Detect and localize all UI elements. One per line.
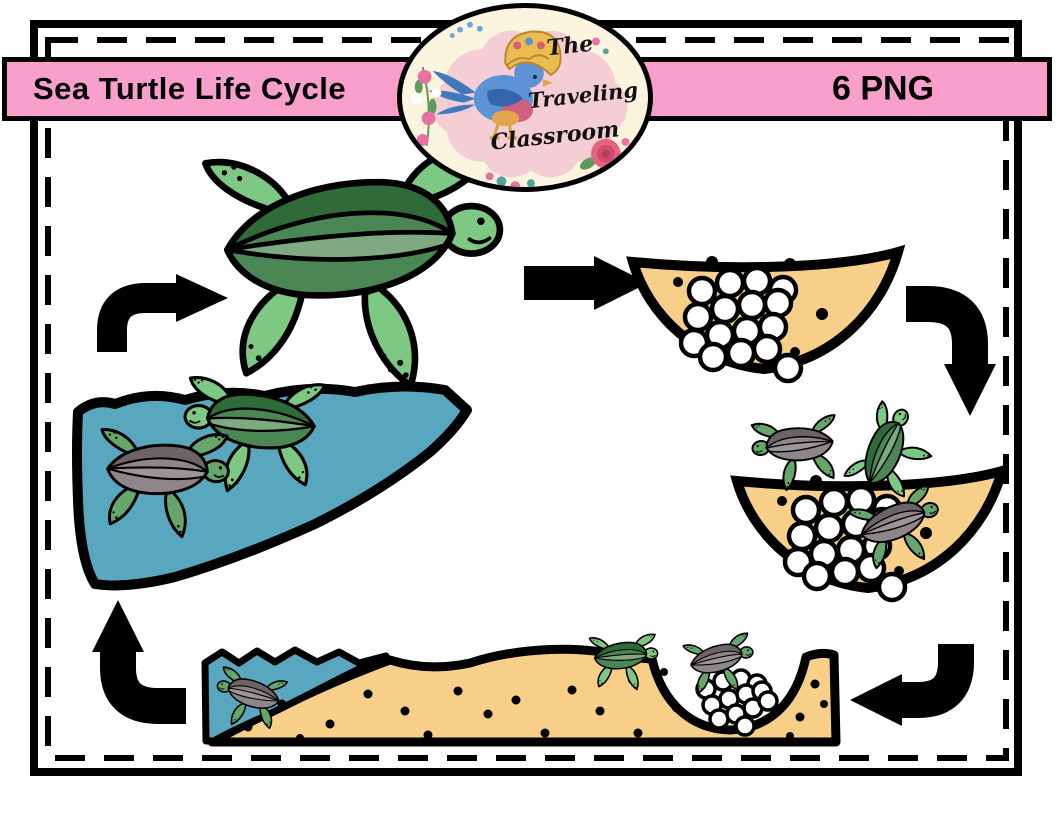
- ocean-water: [72, 381, 472, 591]
- cycle-arrow-beach-to-water: [92, 600, 186, 724]
- logo-art: [410, 21, 630, 187]
- logo-text-line1: The: [545, 30, 595, 62]
- shore-water: [201, 646, 390, 745]
- dashed-border: [45, 37, 1009, 761]
- png-count-label: 6 PNG: [831, 69, 935, 108]
- cycle-arrow-adult-to-nest: [524, 256, 648, 310]
- cycle-arrow-hatchlings-to-beach: [850, 644, 974, 726]
- beach-scene-illustration: [201, 631, 841, 747]
- shop-logo: The Traveling Classroom: [397, 3, 653, 192]
- cycle-arrow-water-to-adult: [97, 274, 228, 352]
- logo-flowers-icon: [410, 21, 630, 187]
- hatchling-nest-illustration: [737, 397, 1002, 600]
- egg-nest-illustration: [633, 252, 898, 381]
- product-title: Sea Turtle Life Cycle: [33, 71, 347, 106]
- logo-bird-icon: [428, 30, 562, 140]
- ocean-scene-illustration: [72, 376, 472, 591]
- cycle-arrow-nest-to-hatchlings: [906, 286, 996, 416]
- logo-cloud: [432, 30, 628, 178]
- beach-egg-clutch: [695, 668, 779, 737]
